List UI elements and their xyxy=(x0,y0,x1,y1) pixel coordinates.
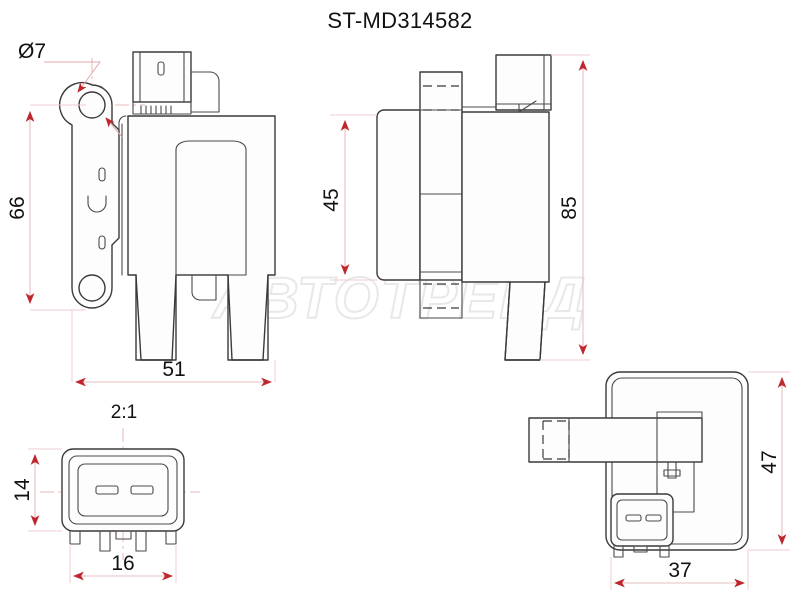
top-connector-shell xyxy=(610,493,674,547)
top-terminal-slot-left xyxy=(625,514,642,522)
dimension-width-37: 37 xyxy=(610,550,749,590)
side-connector-rib xyxy=(543,54,552,111)
detail-center-tab xyxy=(115,530,132,540)
dimension-label-37: 37 xyxy=(668,559,691,582)
top-connector-center-tab xyxy=(633,545,648,553)
connector-latch-window xyxy=(157,61,165,76)
bracket-notch xyxy=(87,195,107,213)
side-view: 45 85 xyxy=(320,54,590,361)
dimension-label-45: 45 xyxy=(320,188,343,211)
bracket-slot-lower xyxy=(98,235,106,250)
bracket-slot-upper xyxy=(98,167,106,182)
dimension-height-85: 85 xyxy=(540,54,590,361)
top-terminal-slot-right xyxy=(645,514,662,522)
dimension-label-14: 14 xyxy=(11,478,34,502)
dimension-label-47: 47 xyxy=(758,450,781,473)
top-view: 47 37 xyxy=(528,371,790,590)
dimension-height-14: 14 xyxy=(11,448,62,532)
dimension-width-16: 16 xyxy=(69,544,177,583)
coil-inner-rib xyxy=(175,140,247,276)
connector-detail-view: 14 16 xyxy=(11,428,200,583)
dimension-label-85: 85 xyxy=(558,196,581,219)
detail-leg-4 xyxy=(165,530,177,545)
connector-teeth xyxy=(140,105,172,115)
page-title: ST-MD314582 xyxy=(327,8,472,33)
dimension-label-hole: Ø7 xyxy=(18,40,46,63)
mounting-hole-lower xyxy=(78,274,106,302)
detail-cavity xyxy=(77,463,169,517)
scale-label: 2:1 xyxy=(111,402,137,423)
dimension-width-51: 51 xyxy=(71,310,276,387)
mounting-bracket-outline xyxy=(58,81,120,309)
dimension-hole-diameter: Ø7 xyxy=(18,40,123,138)
side-core-foot xyxy=(419,279,463,319)
top-connector-leg-right xyxy=(659,545,670,558)
top-stem-tab xyxy=(663,469,681,477)
connector-block xyxy=(132,51,192,103)
detail-shell-inner xyxy=(68,455,178,525)
side-body-left xyxy=(376,109,421,281)
dimension-height-66: 66 xyxy=(6,104,86,311)
detail-leg-3 xyxy=(135,530,147,552)
detail-terminal-slot-left xyxy=(95,485,119,495)
top-connector-cavity xyxy=(616,499,668,541)
front-view: Ø7 66 51 2:1 xyxy=(6,40,276,423)
side-connector-block xyxy=(495,54,552,111)
dimension-label-51: 51 xyxy=(162,358,185,381)
top-stem xyxy=(656,461,695,513)
dimension-label-66: 66 xyxy=(6,196,29,219)
coil-tower-left xyxy=(135,274,177,361)
side-connector-chamfer xyxy=(518,100,537,113)
top-boss xyxy=(656,411,703,463)
coil-pocket xyxy=(191,274,217,301)
detail-leg-2 xyxy=(99,530,111,552)
top-bracket-arm xyxy=(528,417,703,463)
detail-terminal-slot-right xyxy=(130,485,154,495)
dimension-height-45: 45 xyxy=(320,114,377,281)
dimension-label-16: 16 xyxy=(111,552,134,575)
top-connector-leg-left xyxy=(613,545,624,558)
coil-tower-right xyxy=(227,274,269,361)
side-core-stack xyxy=(419,71,463,281)
dimension-depth-47: 47 xyxy=(748,371,790,551)
connector-side-lug xyxy=(190,71,220,113)
detail-shell-outer xyxy=(61,448,185,532)
detail-leg-1 xyxy=(69,530,81,545)
bracket-arm xyxy=(118,115,127,131)
